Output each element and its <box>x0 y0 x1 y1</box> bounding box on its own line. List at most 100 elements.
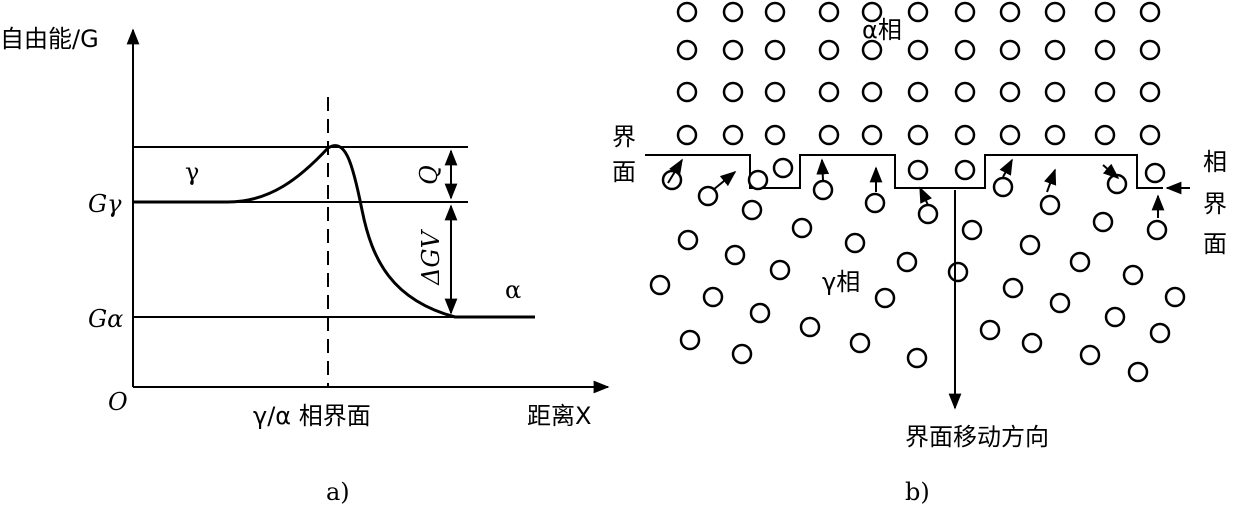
alpha-atom <box>1001 126 1019 144</box>
phase-interface-char-2: 界 <box>1203 190 1227 218</box>
caption-b: b) <box>905 478 930 506</box>
alpha-atom <box>1096 126 1114 144</box>
alpha-atom <box>909 41 927 59</box>
gamma-atom <box>704 288 722 306</box>
gamma-atom <box>846 234 864 252</box>
alpha-atom <box>820 126 838 144</box>
alpha-atom <box>724 126 742 144</box>
panel-a-energy-diagram: 自由能/G O 距离X γ/α 相界面 Gγ Gα γ α Q ΔGV a) <box>0 25 608 506</box>
alpha-atom <box>1001 41 1019 59</box>
alpha-phase-label-b: α相 <box>862 16 902 44</box>
jump-arrow <box>1047 170 1055 192</box>
gamma-atom <box>749 171 767 189</box>
alpha-atom <box>956 3 974 21</box>
alpha-atom <box>820 41 838 59</box>
alpha-atom <box>909 126 927 144</box>
phase-interface-char-3: 面 <box>1203 230 1227 258</box>
gamma-atom <box>1081 346 1099 364</box>
gamma-atom <box>771 261 789 279</box>
alpha-atom <box>820 3 838 21</box>
gamma-atom <box>679 231 697 249</box>
gamma-atom <box>751 304 769 322</box>
alpha-atom <box>956 126 974 144</box>
gamma-atom <box>1023 334 1041 352</box>
g-gamma-label: Gγ <box>88 190 122 218</box>
alpha-atom <box>766 126 784 144</box>
gamma-atom <box>1146 164 1164 182</box>
alpha-atom <box>863 83 881 101</box>
alpha-atom <box>956 41 974 59</box>
interface-left-char-1: 界 <box>612 123 636 151</box>
gamma-atom <box>801 318 819 336</box>
gamma-atom <box>726 246 744 264</box>
jump-arrow <box>920 188 928 205</box>
alpha-atom <box>678 83 696 101</box>
alpha-atom <box>766 41 784 59</box>
alpha-atom <box>1096 41 1114 59</box>
alpha-atom <box>909 83 927 101</box>
alpha-atom <box>1046 126 1064 144</box>
alpha-atom <box>1001 3 1019 21</box>
alpha-atom <box>724 41 742 59</box>
jump-arrow <box>713 172 735 190</box>
gamma-atom <box>681 331 699 349</box>
gamma-atom <box>898 253 916 271</box>
alpha-atom <box>1141 83 1159 101</box>
alpha-atom <box>1001 83 1019 101</box>
alpha-atom <box>1141 3 1159 21</box>
alpha-phase-atoms <box>678 3 1159 179</box>
delta-g-label: ΔGV <box>417 228 445 286</box>
origin-label: O <box>108 388 128 416</box>
alpha-atom <box>1046 83 1064 101</box>
alpha-atom <box>766 3 784 21</box>
jump-arrow <box>822 160 823 180</box>
gamma-atom <box>981 321 999 339</box>
gamma-atom <box>994 178 1012 196</box>
gamma-atom <box>651 276 669 294</box>
alpha-atom <box>1046 3 1064 21</box>
alpha-atom <box>820 83 838 101</box>
alpha-atom <box>724 83 742 101</box>
gamma-atom <box>1124 266 1142 284</box>
gamma-atom <box>814 181 832 199</box>
phase-interface-char-1: 相 <box>1203 148 1227 176</box>
alpha-atom <box>909 3 927 21</box>
gamma-atom <box>908 349 926 367</box>
gamma-phase-label-b: γ相 <box>822 268 860 296</box>
gamma-atom <box>1051 294 1069 312</box>
y-axis-label: 自由能/G <box>0 25 99 53</box>
q-label: Q <box>415 165 443 185</box>
gamma-atom <box>1041 196 1059 214</box>
gamma-atom <box>1148 221 1166 239</box>
alpha-atom <box>1096 83 1114 101</box>
gamma-atom <box>1021 236 1039 254</box>
alpha-atom <box>678 126 696 144</box>
alpha-atom <box>678 41 696 59</box>
alpha-atom <box>956 161 974 179</box>
jump-arrow <box>1003 160 1012 177</box>
gamma-atom <box>743 201 761 219</box>
gamma-atom <box>733 345 751 363</box>
alpha-atom <box>863 126 881 144</box>
gamma-atom <box>793 219 811 237</box>
gamma-atom <box>1166 288 1184 306</box>
gamma-atom <box>876 289 894 307</box>
panel-b-interface-diagram: α相 γ相 界 面 相 界 面 界面移动方向 b) <box>612 3 1227 506</box>
gamma-phase-label: γ <box>185 158 199 186</box>
gamma-atom <box>949 263 967 281</box>
alpha-atom <box>1096 3 1114 21</box>
gamma-phase-atoms <box>651 164 1184 381</box>
x-axis-label: 距离X <box>527 402 591 430</box>
alpha-phase-label: α <box>505 276 521 304</box>
gamma-atom <box>1106 308 1124 326</box>
alpha-atom <box>766 83 784 101</box>
gamma-atom <box>1129 363 1147 381</box>
gamma-atom <box>1004 279 1022 297</box>
alpha-atom <box>1141 41 1159 59</box>
gamma-atom <box>866 194 884 212</box>
gamma-atom <box>1094 213 1112 231</box>
alpha-atom <box>774 159 792 177</box>
gamma-atom <box>663 171 681 189</box>
caption-a: a) <box>326 478 350 506</box>
